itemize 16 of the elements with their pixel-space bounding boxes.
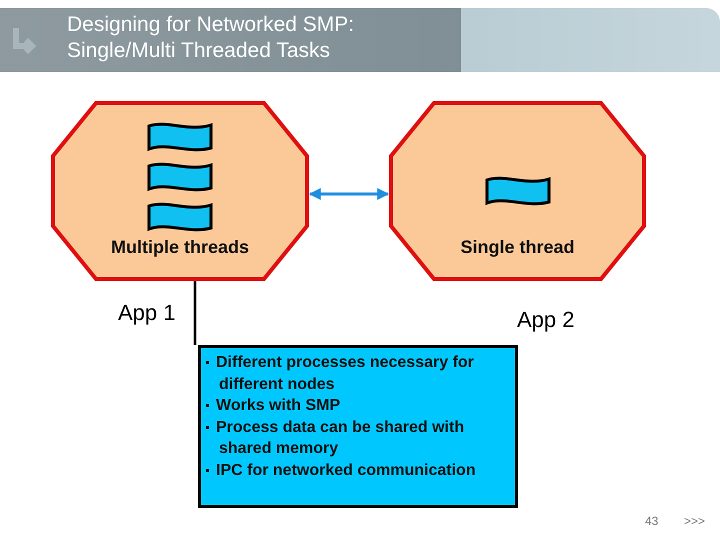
connector-line: [194, 280, 196, 345]
double-arrow: [308, 188, 390, 200]
bullet-item: Different processes necessary for different nodes: [206, 352, 516, 395]
node-label: Multiple threads: [110, 237, 250, 258]
bullet-item: IPC for networked communication: [206, 460, 516, 481]
app-label: App 2: [517, 307, 574, 333]
app-label: App 1: [118, 300, 176, 326]
app-octagon: [52, 102, 308, 280]
slide-title: Designing for Networked SMP: Single/Multi Threaded Tasks: [67, 12, 356, 64]
app-octagon: [390, 102, 645, 280]
next-link: >>>: [684, 514, 706, 528]
bullet-item: Works with SMP: [206, 395, 516, 416]
node-label: Single thread: [459, 237, 576, 258]
note-box: [198, 345, 518, 508]
page-number: 43: [645, 514, 658, 528]
bullet-item: Process data can be shared with shared memory: [206, 416, 516, 460]
